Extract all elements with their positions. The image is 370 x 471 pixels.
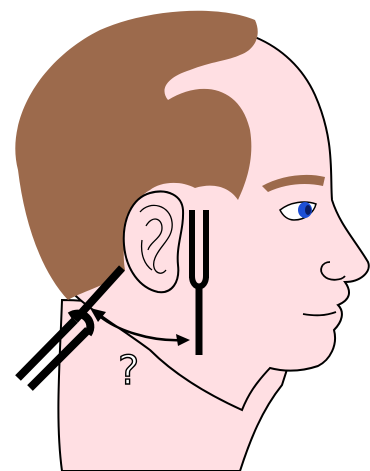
question-mark-icon: ? xyxy=(118,348,139,394)
